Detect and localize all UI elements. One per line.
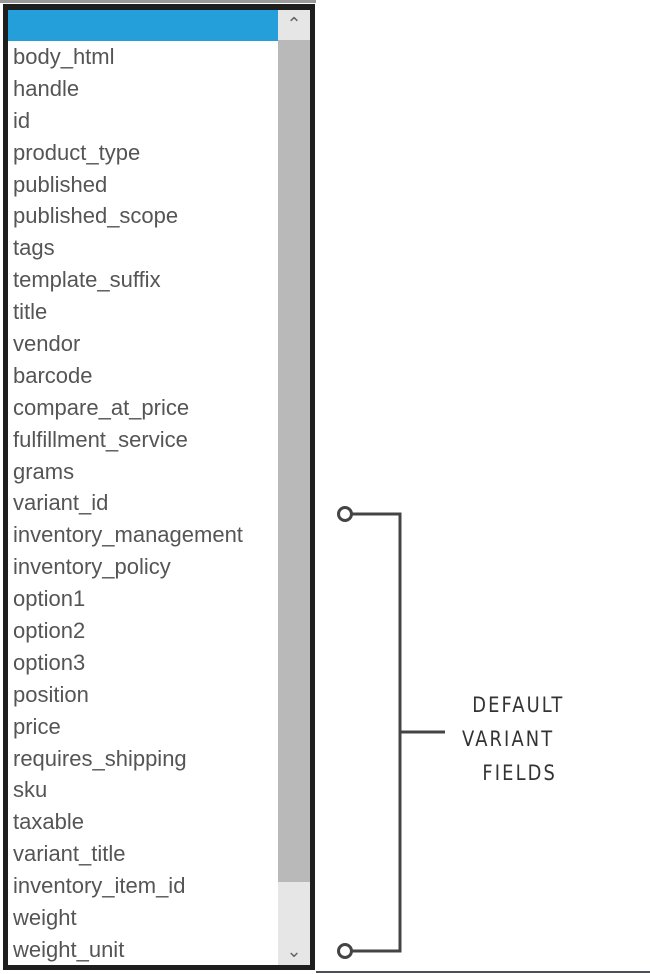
annotation-line: DEFAULT [472,693,565,717]
bracket-bottom-circle [337,943,353,959]
list-item[interactable]: grams [13,458,75,484]
list-item[interactable]: option3 [13,649,86,675]
list-item[interactable]: inventory_item_id [13,873,186,899]
list-item[interactable]: inventory_policy [13,554,171,580]
list-item[interactable]: fulfillment_service [13,426,188,452]
bracket-top-circle [337,506,353,522]
list-item[interactable]: title [13,299,48,325]
scrollbar[interactable]: ⌃ ⌄ [278,10,310,965]
list-item[interactable]: taxable [13,809,84,835]
list-item[interactable]: template_suffix [13,267,161,293]
list-item[interactable]: variant_title [13,841,126,867]
list-item[interactable]: sku [13,777,48,803]
top-border [0,0,316,3]
list-item[interactable]: published_scope [13,203,179,229]
annotation-line: VARIANT [462,727,555,751]
list-item[interactable]: price [13,713,61,739]
list-item[interactable]: id [13,107,31,133]
chevron-up-icon[interactable]: ⌃ [286,14,302,34]
list-item[interactable]: inventory_management [13,522,243,548]
list-item[interactable]: position [13,681,89,707]
chevron-down-icon[interactable]: ⌄ [286,941,302,961]
annotation-label: DEFAULT VARIANT FIELDS [462,688,573,790]
list-item-selected[interactable] [8,10,281,41]
list-item[interactable]: handle [13,75,80,101]
list-item[interactable]: requires_shipping [13,745,187,771]
list-item[interactable]: vendor [13,331,81,357]
list-item[interactable]: barcode [13,362,93,388]
list-item[interactable]: tags [13,235,55,261]
annotation-line: FIELDS [482,761,557,785]
bracket-line [351,512,445,953]
bottom-border [316,971,650,973]
list-item[interactable]: option1 [13,586,86,612]
list-item[interactable]: weight [13,905,77,931]
list-item[interactable]: weight_unit [13,936,125,962]
list-item[interactable]: compare_at_price [13,394,190,420]
list-item[interactable]: published [13,171,108,197]
list-item[interactable]: body_html [13,44,115,69]
list-item[interactable]: option2 [13,618,86,644]
scrollbar-thumb[interactable] [278,40,310,882]
list-item[interactable]: variant_id [13,490,109,516]
list-item[interactable]: product_type [13,139,141,165]
